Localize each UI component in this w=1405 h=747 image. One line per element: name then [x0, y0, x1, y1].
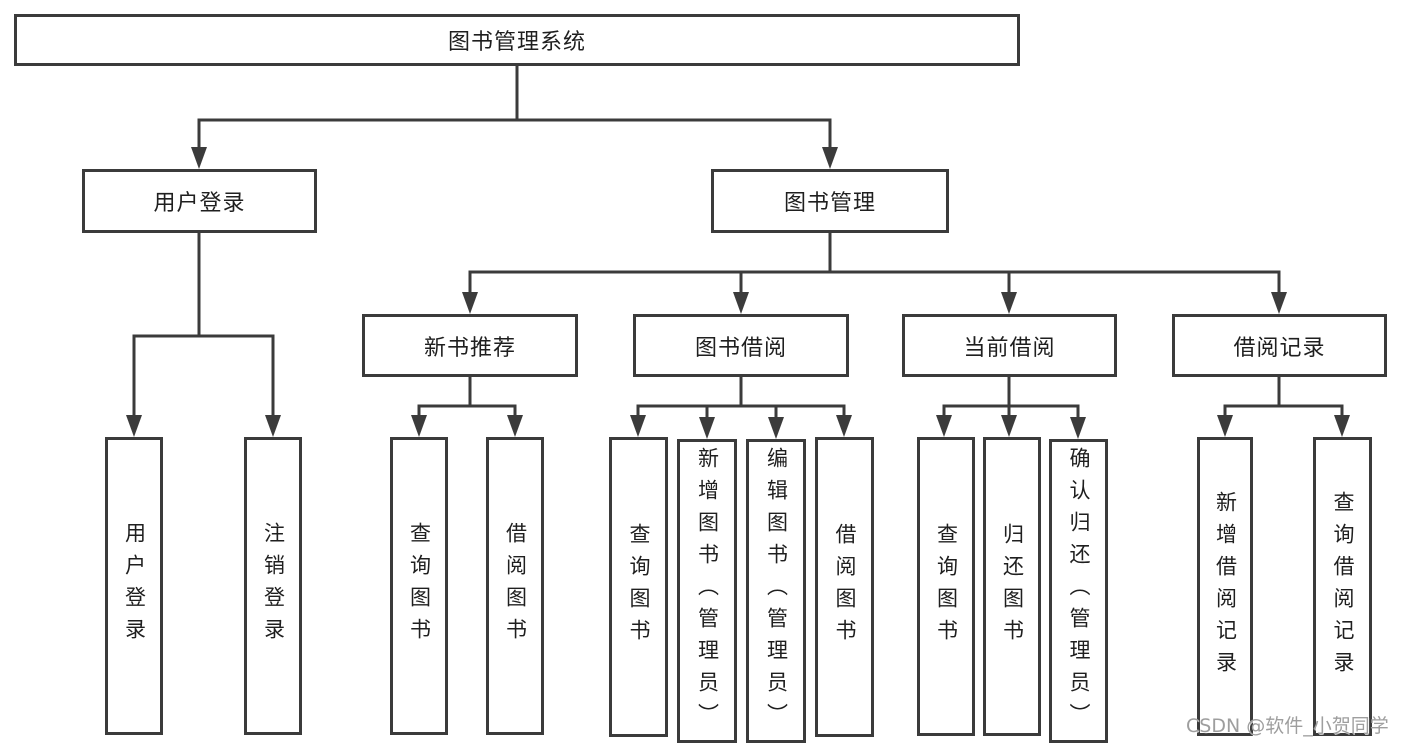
- diagram-node-bb-borrow: 借阅图书: [815, 437, 874, 737]
- diagram-node-root: 图书管理系统: [14, 14, 1020, 66]
- diagram-node-bb-query: 查询图书: [609, 437, 668, 737]
- node-label-cb-confirm: 确认归还（管理员）: [1067, 447, 1091, 735]
- diagram-node-book-mgmt: 图书管理: [711, 169, 949, 233]
- diagram-node-bb-add: 新增图书（管理员）: [677, 439, 737, 743]
- diagram-node-bb-edit: 编辑图书（管理员）: [746, 439, 806, 743]
- diagram-node-cb-confirm: 确认归还（管理员）: [1049, 439, 1108, 743]
- node-label-bb-add: 新增图书（管理员）: [695, 447, 720, 735]
- diagram-node-cb-return: 归还图书: [983, 437, 1041, 736]
- node-label-user-login: 用户登录: [153, 191, 246, 216]
- diagram-node-new-book-rec: 新书推荐: [362, 314, 578, 377]
- node-label-bb-query: 查询图书: [627, 523, 651, 651]
- diagram-node-login: 用户登录: [105, 437, 163, 735]
- diagram-node-logout: 注销登录: [244, 437, 302, 735]
- node-label-cb-query: 查询图书: [934, 522, 959, 651]
- node-label-book-borrow: 图书借阅: [694, 335, 787, 361]
- node-label-root: 图书管理系统: [447, 30, 586, 55]
- node-label-nbr-query: 查询图书: [407, 522, 432, 650]
- node-label-new-book-rec: 新书推荐: [423, 335, 516, 361]
- node-label-current-borrow: 当前借阅: [963, 335, 1056, 361]
- node-label-logout: 注销登录: [261, 522, 286, 650]
- node-label-br-add: 新增借阅记录: [1213, 490, 1238, 683]
- diagram-node-borrow-record: 借阅记录: [1172, 314, 1387, 377]
- diagram-node-br-add: 新增借阅记录: [1197, 437, 1253, 736]
- diagram-node-user-login: 用户登录: [82, 169, 317, 233]
- node-label-book-mgmt: 图书管理: [783, 191, 876, 216]
- diagram-node-current-borrow: 当前借阅: [902, 314, 1117, 377]
- diagram-node-nbr-borrow: 借阅图书: [486, 437, 544, 735]
- node-label-nbr-borrow: 借阅图书: [503, 522, 528, 650]
- diagram-node-nbr-query: 查询图书: [390, 437, 448, 735]
- diagram-node-book-borrow: 图书借阅: [633, 314, 849, 377]
- node-label-login: 用户登录: [122, 522, 147, 650]
- node-label-bb-borrow: 借阅图书: [833, 523, 857, 651]
- node-label-br-query: 查询借阅记录: [1331, 490, 1355, 683]
- csdn-watermark: CSDN @软件_小贺同学: [1186, 715, 1389, 737]
- node-label-bb-edit: 编辑图书（管理员）: [764, 447, 789, 735]
- node-label-cb-return: 归还图书: [1000, 522, 1025, 651]
- diagram-node-br-query: 查询借阅记录: [1313, 437, 1372, 736]
- node-label-borrow-record: 借阅记录: [1233, 335, 1326, 361]
- diagram-node-cb-query: 查询图书: [917, 437, 975, 736]
